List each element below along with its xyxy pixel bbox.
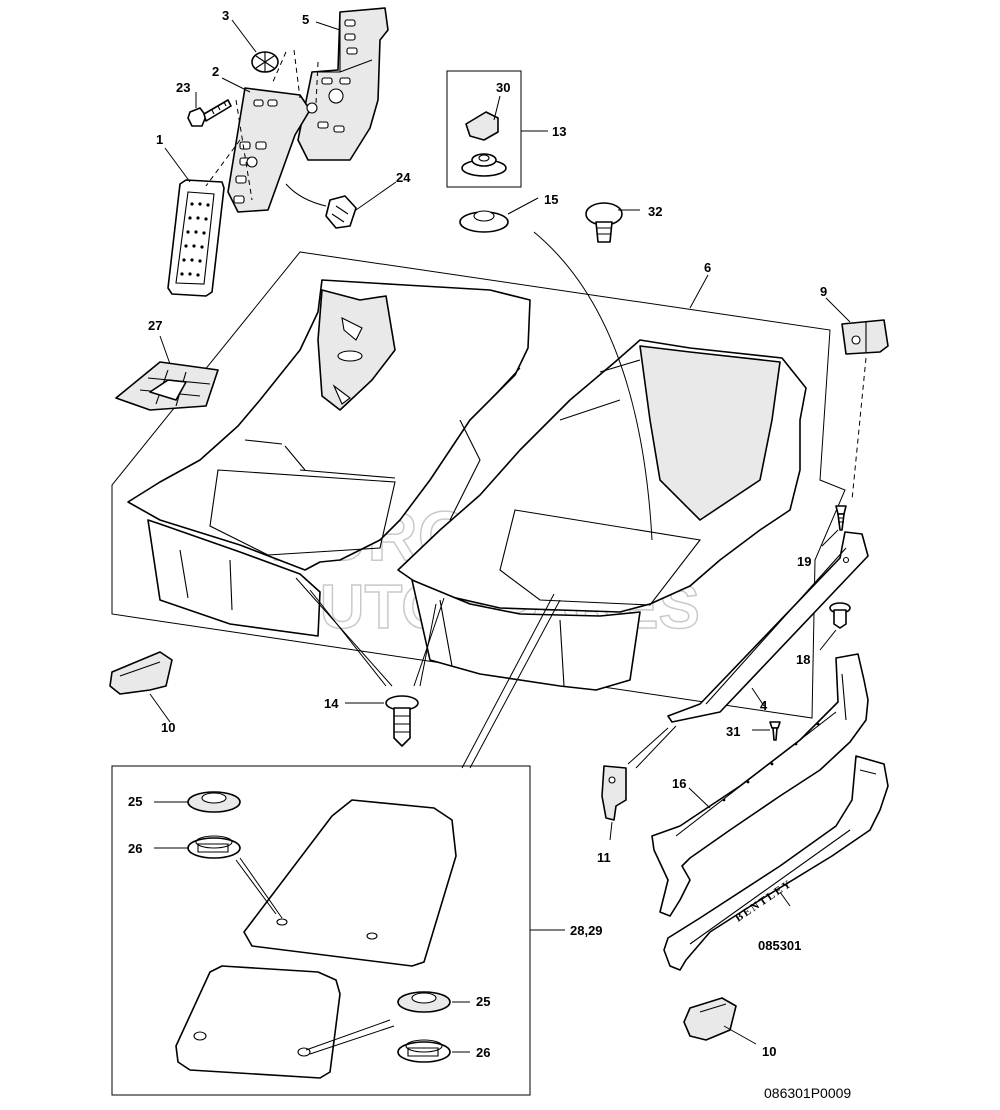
carpet-push-clip bbox=[385, 695, 419, 747]
callout-6: 6 bbox=[704, 260, 711, 275]
callout-15: 15 bbox=[544, 192, 558, 207]
callout-31: 31 bbox=[726, 724, 740, 739]
callout-labels: 1 2 3 4 5 6 9 10 10 11 13 14 15 16 18 19… bbox=[128, 8, 827, 1060]
end-cap-right bbox=[683, 997, 737, 1041]
callout-5: 5 bbox=[302, 12, 309, 27]
callout-2: 2 bbox=[212, 64, 219, 79]
mat-fastener-bottom bbox=[397, 1039, 451, 1063]
footrest-bracket bbox=[297, 7, 389, 161]
hex-bolt bbox=[187, 99, 232, 127]
callout-18: 18 bbox=[796, 652, 810, 667]
diagram-code: 086301P0009 bbox=[764, 1085, 851, 1101]
sill-bracket bbox=[841, 319, 889, 355]
end-cap-left bbox=[109, 651, 173, 695]
floor-tray bbox=[115, 361, 219, 411]
callout-23: 23 bbox=[176, 80, 190, 95]
leader-15-carpet bbox=[533, 231, 653, 541]
callout-27: 27 bbox=[148, 318, 162, 333]
callout-26-top: 26 bbox=[128, 841, 142, 856]
small-screw bbox=[769, 721, 781, 741]
pedal-pad bbox=[167, 179, 225, 297]
grommet bbox=[459, 210, 509, 233]
callout-32: 32 bbox=[648, 204, 662, 219]
callout-19: 19 bbox=[797, 554, 811, 569]
carpet-fastener bbox=[461, 111, 507, 177]
push-plug bbox=[585, 202, 623, 243]
screw bbox=[835, 505, 847, 531]
callout-10-left: 10 bbox=[161, 720, 175, 735]
callout-25-bottom: 25 bbox=[476, 994, 490, 1009]
mat-grommet-top bbox=[187, 791, 241, 813]
floor-mat-rear bbox=[175, 965, 341, 1079]
callout-25-top: 25 bbox=[128, 794, 142, 809]
sill-trim-inner bbox=[651, 653, 869, 917]
callout-3: 3 bbox=[222, 8, 229, 23]
mat-fastener-top bbox=[187, 835, 241, 859]
callout-14: 14 bbox=[324, 696, 339, 711]
callout-13: 13 bbox=[552, 124, 566, 139]
sill-strip bbox=[667, 531, 869, 723]
sill-clip bbox=[601, 765, 627, 821]
mat-grommet-bottom bbox=[397, 991, 451, 1013]
callout-24: 24 bbox=[396, 170, 411, 185]
leader-lines bbox=[149, 19, 867, 1055]
callout-26-bottom: 26 bbox=[476, 1045, 490, 1060]
callout-16: 16 bbox=[672, 776, 686, 791]
part-13-frame bbox=[446, 70, 522, 188]
retaining-clip bbox=[325, 195, 357, 229]
push-rivet bbox=[829, 602, 851, 629]
callout-1: 1 bbox=[156, 132, 163, 147]
callout-10-right: 10 bbox=[762, 1044, 776, 1059]
callout-4: 4 bbox=[760, 698, 768, 713]
callout-11: 11 bbox=[597, 850, 611, 865]
callout-28-29: 28,29 bbox=[570, 923, 603, 938]
circular-clip bbox=[251, 51, 279, 73]
front-carpet-left bbox=[127, 279, 531, 637]
floor-mat-front bbox=[243, 799, 457, 967]
carpet-set-frame bbox=[111, 251, 846, 719]
callout-085301: 085301 bbox=[758, 938, 801, 953]
callout-9: 9 bbox=[820, 284, 827, 299]
front-carpet-right bbox=[397, 339, 807, 691]
callout-30: 30 bbox=[496, 80, 510, 95]
